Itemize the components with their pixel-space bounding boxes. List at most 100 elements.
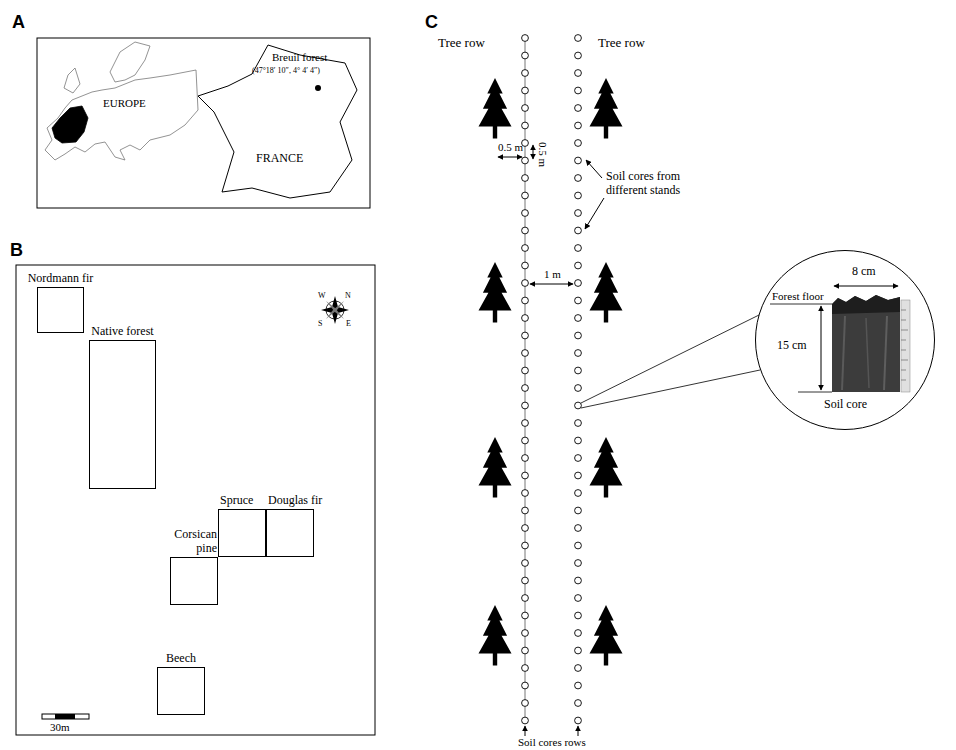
- compass-letter: E: [346, 319, 351, 328]
- soil-core-dot: [575, 385, 582, 392]
- soil-core-dot: [522, 472, 529, 479]
- soil-core-dot: [575, 455, 582, 462]
- soil-core-dot: [522, 262, 529, 269]
- soil-core-dot: [575, 490, 582, 497]
- soil-core-dot: [575, 350, 582, 357]
- soil-core-dot: [522, 280, 529, 287]
- level-line: [798, 392, 832, 393]
- inset-label: 15 cm: [777, 339, 807, 353]
- soil-core-dot: [575, 665, 582, 672]
- pointer-arrow: [586, 160, 602, 178]
- stand-name: Spruce: [220, 494, 253, 508]
- leader-line: [581, 315, 759, 403]
- soil-core-dot: [575, 402, 582, 409]
- panel-letter: B: [10, 240, 23, 261]
- panel-letter: A: [12, 12, 25, 33]
- soil-core-dot: [575, 245, 582, 252]
- region-name: EUROPE: [102, 97, 147, 110]
- soil-core-dot: [575, 297, 582, 304]
- france-highlight: [52, 106, 88, 143]
- scandinavia-map: [110, 42, 150, 82]
- soil-core-dot: [522, 560, 529, 567]
- inset-label: Forest floor: [772, 290, 824, 303]
- site-coordinates: (47°18′ 10″, 4° 4′ 4″): [252, 66, 320, 75]
- soil-core-dot: [522, 350, 529, 357]
- soil-core-dot: [522, 315, 529, 322]
- soil-core-dot: [522, 175, 529, 182]
- forest-location-dot: [315, 85, 321, 91]
- annotation: Soil cores from different stands: [606, 170, 710, 198]
- row-label: Tree row: [438, 36, 485, 51]
- compass-letter: S: [318, 319, 322, 328]
- stand-name: Nordmann fir: [28, 272, 94, 286]
- stand-plot: Nordmann fir: [37, 287, 84, 333]
- soil-core-dot: [575, 542, 582, 549]
- france-map: [198, 45, 357, 198]
- britain-map: [64, 68, 80, 93]
- soil-core-dot: [522, 332, 529, 339]
- level-line: [770, 304, 832, 305]
- soil-core-dot: [522, 157, 529, 164]
- soil-core-dot: [575, 227, 582, 234]
- stand-plot: Spruce: [218, 509, 266, 557]
- soil-core-dot: [575, 157, 582, 164]
- soil-core-dot: [575, 612, 582, 619]
- compass-letter: W: [318, 291, 326, 300]
- soil-core-dot: [522, 630, 529, 637]
- soil-core-dot: [575, 630, 582, 637]
- soil-core-dot: [522, 507, 529, 514]
- dimension-arrow: [821, 306, 822, 390]
- soil-core-dot: [575, 122, 582, 129]
- soil-core-dot: [522, 490, 529, 497]
- soil-core-dot: [575, 437, 582, 444]
- inset-label: 8 cm: [852, 265, 876, 279]
- stand-name: Corsican pine: [155, 528, 217, 556]
- soil-core-dot: [522, 577, 529, 584]
- soil-core-dot: [575, 35, 582, 42]
- soil-core-dot: [575, 420, 582, 427]
- soil-core-dot: [575, 280, 582, 287]
- compass-letter: N: [345, 291, 351, 300]
- soil-core-dot: [575, 262, 582, 269]
- soil-core-dot: [575, 595, 582, 602]
- compass-rose: [321, 296, 349, 324]
- row-label: Soil cores rows: [518, 736, 586, 749]
- stand-plot: Corsican pine: [170, 557, 218, 605]
- leader-line: [581, 370, 760, 408]
- panel-frame: [37, 38, 370, 208]
- tree-symbol: [590, 262, 623, 323]
- tree-symbol: [479, 262, 512, 323]
- site-name: Breuil forest: [272, 51, 327, 64]
- soil-core-dot: [522, 87, 529, 94]
- soil-core-dot: [575, 472, 582, 479]
- dimension-arrow: [533, 145, 534, 159]
- stand-name: Beech: [166, 652, 196, 666]
- stand-plot: Native forest: [89, 340, 156, 489]
- soil-core-dot: [575, 87, 582, 94]
- soil-core-dot: [522, 227, 529, 234]
- soil-core-dot: [522, 682, 529, 689]
- dimension-label: 0.5 m: [498, 141, 523, 154]
- soil-core-dot: [575, 192, 582, 199]
- soil-core-dot: [522, 612, 529, 619]
- soil-core-dot: [522, 542, 529, 549]
- soil-core-dot: [522, 402, 529, 409]
- tree-symbol: [479, 78, 512, 139]
- soil-core-dot: [575, 560, 582, 567]
- stand-name: Douglas fir: [268, 494, 322, 508]
- soil-core-dot: [575, 315, 582, 322]
- soil-core-dot: [575, 507, 582, 514]
- soil-core-dot: [575, 175, 582, 182]
- pointer-arrow: [525, 726, 526, 736]
- soil-core-dots: [522, 35, 582, 724]
- dimension-label: 0.5 m: [536, 142, 549, 167]
- soil-core-dot: [522, 192, 529, 199]
- dimension-label: 1 m: [544, 268, 561, 281]
- tree-symbols: [479, 78, 623, 666]
- soil-core-dot: [522, 647, 529, 654]
- soil-core-dot: [575, 52, 582, 59]
- soil-core-dot: [522, 665, 529, 672]
- inset-label: Soil core: [824, 398, 867, 412]
